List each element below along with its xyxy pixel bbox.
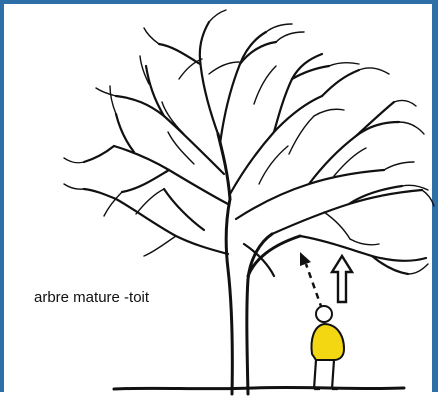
tree-branches	[84, 22, 426, 276]
outlined-up-arrow	[332, 256, 352, 302]
tree-trunk	[218, 134, 300, 394]
ground-line	[114, 387, 404, 389]
caption-label: arbre mature -toit	[34, 289, 149, 306]
tree-drawing	[4, 4, 438, 396]
person-figure	[312, 306, 345, 389]
dashed-arrow	[300, 252, 322, 309]
tree-twigs	[64, 10, 434, 274]
